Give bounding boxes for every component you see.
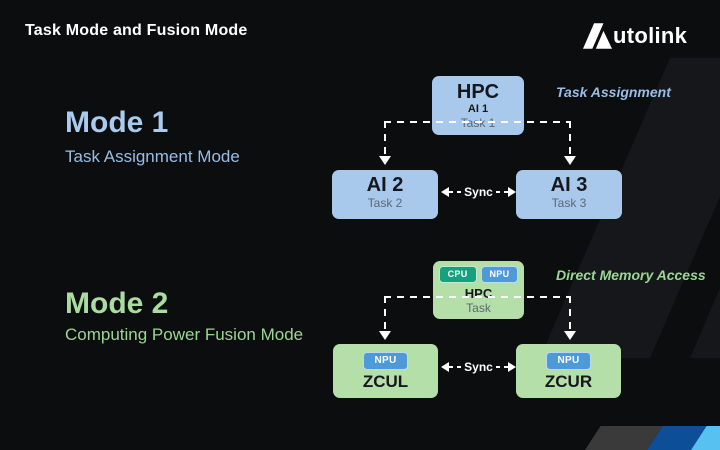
mode1-ai2-title: AI 2: [366, 174, 404, 196]
mode1-sync-connector: Sync: [441, 186, 516, 198]
mode1-ai2-task: Task 2: [367, 196, 403, 210]
mode2-hpc-task: Task: [466, 301, 491, 315]
mode2-sync-label: Sync: [464, 360, 493, 374]
mode1-ai2-box: AI 2 Task 2: [332, 170, 438, 219]
mode2-right-drop-line: [569, 296, 571, 332]
arrow-down-icon: [379, 331, 391, 340]
autolink-a-icon: [583, 23, 612, 49]
sync-arrow-left-icon: [441, 187, 449, 197]
sync-arrow-left-icon: [441, 362, 449, 372]
mode1-hpc-title: HPC: [456, 81, 500, 103]
arrow-down-icon: [379, 156, 391, 165]
mode1-sync-label: Sync: [464, 185, 493, 199]
sync-arrow-right-icon: [508, 187, 516, 197]
mode2-heading: Mode 2: [65, 287, 169, 320]
brand-logo: utolink: [583, 23, 687, 49]
mode2-hpc-box: CPU NPU HPC Task: [433, 261, 524, 319]
npu-chip: NPU: [363, 352, 408, 370]
mode2-hpc-title: HPC: [464, 286, 493, 301]
mode2-zcul-box: NPU ZCUL: [333, 344, 438, 398]
mode1-heading: Mode 1: [65, 106, 169, 139]
mode1-ai3-task: Task 3: [551, 196, 587, 210]
mode1-ai3-title: AI 3: [550, 174, 588, 196]
cpu-chip: CPU: [438, 266, 477, 283]
mode1-subheading: Task Assignment Mode: [65, 147, 240, 166]
sync-arrow-right-icon: [508, 362, 516, 372]
mode1-annotation: Task Assignment: [556, 84, 671, 100]
mode2-hpc-chips: CPU NPU: [433, 266, 524, 283]
mode2-sync-connector: Sync: [441, 361, 516, 373]
page-title: Task Mode and Fusion Mode: [25, 22, 248, 39]
arrow-down-icon: [564, 156, 576, 165]
mode1-left-drop-line: [384, 121, 386, 157]
mode2-zcur-box: NPU ZCUR: [516, 344, 621, 398]
mode2-zcul-title: ZCUL: [362, 372, 409, 391]
brand-name: utolink: [613, 23, 688, 48]
npu-chip: NPU: [480, 266, 519, 283]
mode2-zcur-title: ZCUR: [544, 372, 593, 391]
mode2-subheading: Computing Power Fusion Mode: [65, 325, 304, 344]
mode1-hpc-box: HPC AI 1 Task 1: [432, 76, 524, 135]
mode2-left-drop-line: [384, 296, 386, 332]
mode1-ai3-box: AI 3 Task 3: [516, 170, 622, 219]
npu-chip: NPU: [546, 352, 591, 370]
mode1-hpc-task: Task 1: [460, 116, 496, 130]
arrow-down-icon: [564, 331, 576, 340]
mode1-right-drop-line: [569, 121, 571, 157]
mode1-branch-line: [384, 121, 571, 123]
mode2-annotation: Direct Memory Access: [556, 267, 706, 283]
mode1-hpc-subtitle: AI 1: [467, 103, 489, 115]
mode2-branch-line: [384, 296, 571, 298]
watermark-logo-icon: [540, 58, 720, 358]
